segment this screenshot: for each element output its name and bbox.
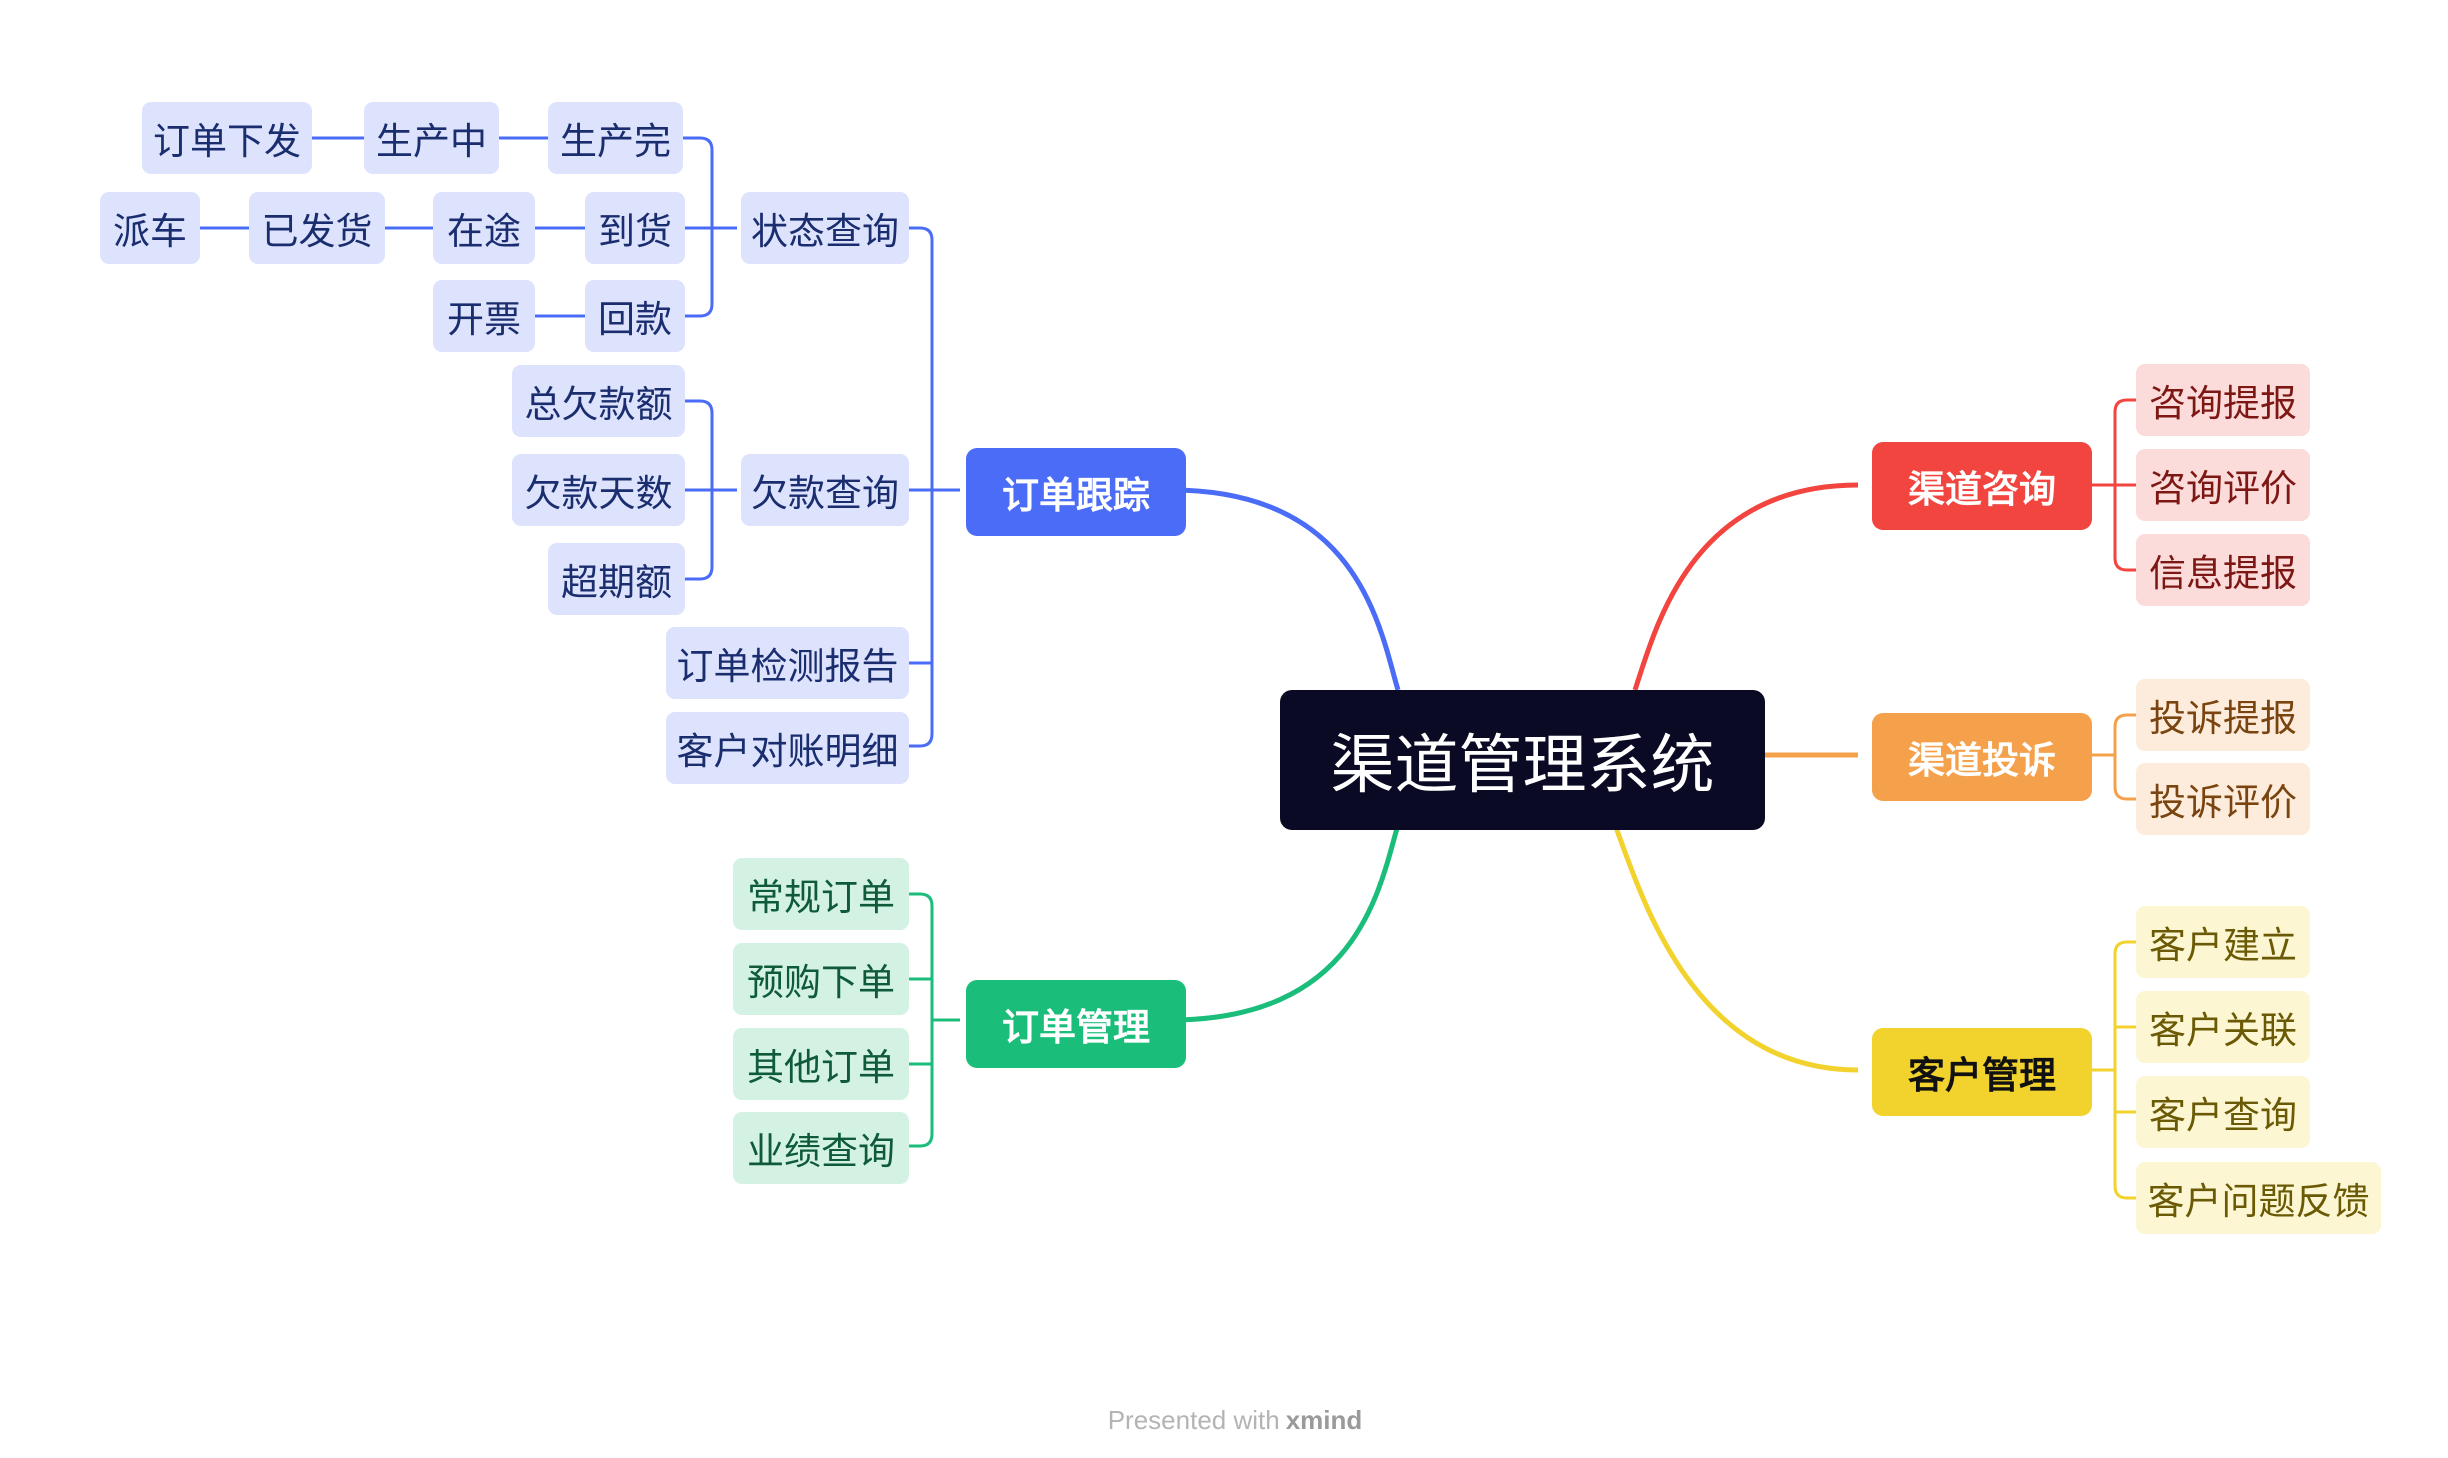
node-overdue-amount[interactable]: 超期额	[548, 543, 685, 615]
bracket-order-management	[905, 892, 960, 1148]
node-customer-link[interactable]: 客户关联	[2136, 991, 2310, 1063]
bracket-order-tracking	[905, 226, 960, 748]
connector-root-customer	[1612, 824, 1859, 1073]
connector-root-consulting	[1632, 482, 1859, 691]
node-payment-return[interactable]: 回款	[585, 280, 685, 352]
presented-with-footer: Presented with xmind	[1100, 1400, 1370, 1440]
branch-customer-management[interactable]: 客户管理	[1872, 1028, 2092, 1116]
node-in-transit[interactable]: 在途	[433, 192, 535, 264]
node-complaint-submit[interactable]: 投诉提报	[2136, 679, 2310, 751]
node-consult-rating[interactable]: 咨询评价	[2136, 449, 2310, 521]
node-complaint-rating[interactable]: 投诉评价	[2136, 763, 2310, 835]
branch-order-tracking[interactable]: 订单跟踪	[966, 448, 1186, 536]
node-customer-create[interactable]: 客户建立	[2136, 906, 2310, 978]
node-status-query[interactable]: 状态查询	[741, 192, 909, 264]
node-order-issue[interactable]: 订单下发	[142, 102, 312, 174]
node-regular-order[interactable]: 常规订单	[733, 858, 909, 930]
node-dispatch[interactable]: 派车	[100, 192, 200, 264]
node-total-arrears[interactable]: 总欠款额	[512, 365, 685, 437]
node-customer-query[interactable]: 客户查询	[2136, 1076, 2310, 1148]
root-node[interactable]: 渠道管理系统	[1280, 690, 1765, 830]
branch-channel-complaint[interactable]: 渠道投诉	[1872, 713, 2092, 801]
branch-order-management[interactable]: 订单管理	[966, 980, 1186, 1068]
node-production-done[interactable]: 生产完	[548, 102, 683, 174]
node-preorder[interactable]: 预购下单	[733, 943, 909, 1015]
connector-root-order-tracking	[1170, 487, 1401, 691]
node-arrived[interactable]: 到货	[585, 192, 685, 264]
node-arrears-query[interactable]: 欠款查询	[741, 454, 909, 526]
node-customer-feedback[interactable]: 客户问题反馈	[2136, 1162, 2381, 1234]
bracket-consulting	[2083, 398, 2140, 572]
node-invoice[interactable]: 开票	[433, 280, 535, 352]
node-other-order[interactable]: 其他订单	[733, 1028, 909, 1100]
xmind-brand: xmind	[1285, 1404, 1363, 1435]
connector-root-order-management	[1170, 824, 1401, 1023]
node-info-submit[interactable]: 信息提报	[2136, 534, 2310, 606]
node-consult-submit[interactable]: 咨询提报	[2136, 364, 2310, 436]
node-inspection-report[interactable]: 订单检测报告	[666, 627, 909, 699]
node-arrears-days[interactable]: 欠款天数	[512, 454, 685, 526]
node-performance-query[interactable]: 业绩查询	[733, 1112, 909, 1184]
bracket-customer	[2083, 940, 2140, 1200]
presented-with-text: Presented with	[1107, 1404, 1280, 1435]
node-reconciliation[interactable]: 客户对账明细	[666, 712, 909, 784]
branch-channel-consulting[interactable]: 渠道咨询	[1872, 442, 2092, 530]
bracket-arrears-query	[683, 399, 737, 581]
bracket-complaint	[2083, 713, 2140, 801]
node-shipped[interactable]: 已发货	[249, 192, 385, 264]
bracket-status-query	[683, 136, 737, 318]
node-in-production[interactable]: 生产中	[364, 102, 499, 174]
